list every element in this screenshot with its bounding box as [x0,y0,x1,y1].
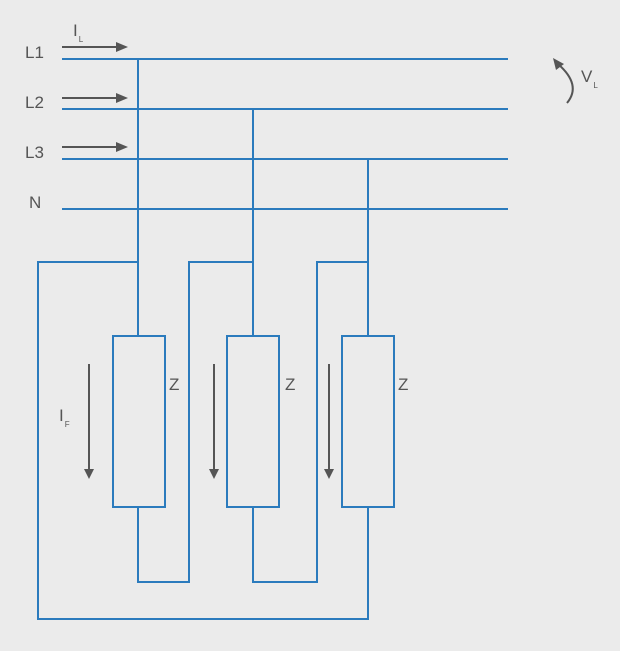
line-current-label: IL [73,21,83,44]
impedance-label-1: Z [169,375,180,394]
label-L2: L2 [25,93,44,112]
impedance-1 [112,335,166,508]
arrow-right-icon [62,42,128,52]
subscript: L [78,35,84,44]
impedance-label-3: Z [398,375,409,394]
impedance-2 [226,335,280,508]
arrow-down-icon [324,364,334,479]
label-L1: L1 [25,43,44,62]
arrow-right-icon [62,142,128,152]
subscript: L [593,81,598,90]
arrow-down-icon [209,364,219,479]
line-voltage-label: VL [581,67,598,90]
label-L3: L3 [25,143,44,162]
phase-current-label: IF [59,406,70,429]
impedance-label-2: Z [285,375,296,394]
subscript: F [64,420,70,429]
symbol: I [59,406,64,425]
return-wire-2 [252,261,368,583]
arrow-right-icon [62,93,128,103]
symbol: V [581,67,593,86]
return-wire-1 [137,261,253,583]
curved-arrow-icon [553,58,574,104]
impedance-3 [341,335,395,508]
return-wire-outer [37,261,369,620]
symbol: I [73,21,78,40]
label-N: N [29,193,42,212]
arrow-down-icon [84,364,94,479]
